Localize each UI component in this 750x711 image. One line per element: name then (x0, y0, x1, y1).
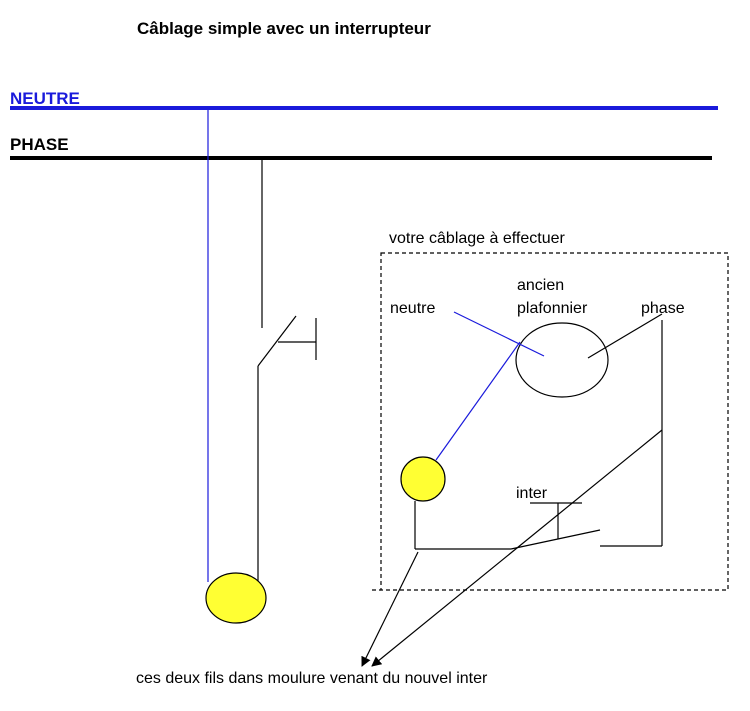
label-neutre: neutre (390, 300, 435, 317)
fixture-label-plafonnier: plafonnier (517, 300, 588, 317)
target-wiring-box (380, 252, 729, 591)
box-caption: votre câblage à effectuer (389, 230, 565, 247)
fixture-label-ancien: ancien (517, 277, 564, 294)
arrow-from-lamp-return (361, 551, 419, 667)
new-switch-symbol (510, 502, 601, 550)
existing-lamp (205, 572, 267, 624)
neutre-pointer (453, 311, 545, 357)
neutral-label: NEUTRE (10, 89, 80, 108)
diagram-title: Câblage simple avec un interrupteur (137, 19, 431, 38)
arrow-from-phase (371, 429, 663, 667)
phase-label: PHASE (10, 135, 69, 154)
existing-switch-symbol (257, 315, 317, 367)
footer-note: ces deux fils dans moulure venant du nou… (136, 670, 488, 687)
new-lamp-neutral-wire (435, 341, 521, 461)
phase-pointer (587, 313, 663, 359)
label-phase: phase (641, 300, 685, 317)
old-ceiling-fixture (515, 322, 609, 398)
label-inter: inter (516, 485, 548, 502)
new-lamp (400, 456, 446, 502)
